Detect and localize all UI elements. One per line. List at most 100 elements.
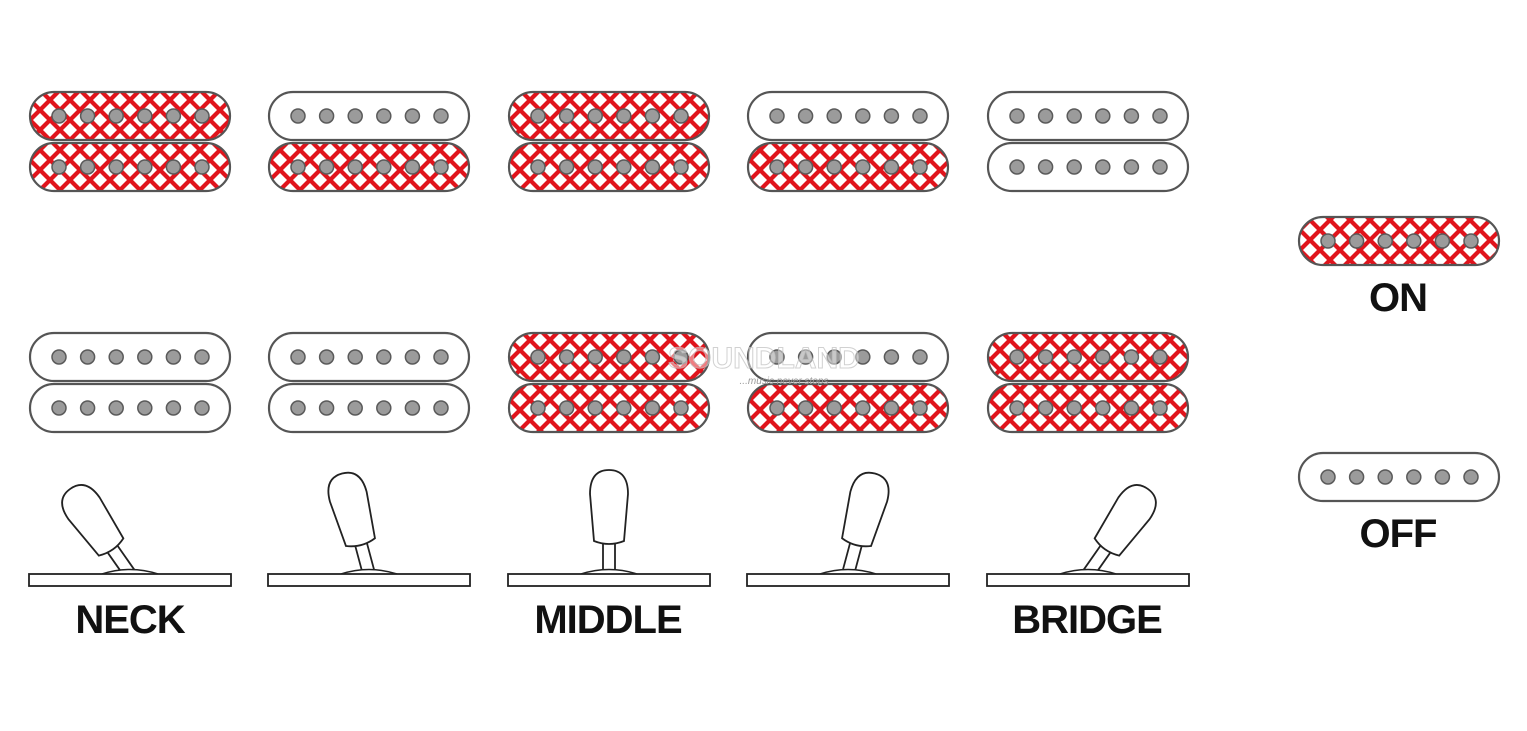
pos2-upper-bottom-coil-pole-6 (433, 159, 449, 175)
pos1-upper-top-coil-pole-6 (194, 108, 210, 124)
pos3-upper-bottom-coil-pole-4 (616, 159, 632, 175)
pos2-lower-top-coil-pole-1 (290, 349, 306, 365)
pos3-lower-top-coil-body (507, 331, 711, 383)
pos1-lower-top-coil-pole-1 (51, 349, 67, 365)
pos1-lower-bottom-coil-pole-4 (137, 400, 153, 416)
pos3-lower-top-coil-on (507, 331, 711, 383)
pos5-upper-top-coil-body (986, 90, 1190, 142)
pos1-upper-bottom-coil-pole-3 (108, 159, 124, 175)
legend-on-coil-pole-2 (1348, 233, 1365, 249)
pos5-toggle-switch (986, 484, 1190, 587)
pos5-upper-top-coil-off (986, 90, 1190, 142)
pos2-lower-top-coil-pole-3 (347, 349, 363, 365)
pos1-lower-bottom-coil-body (28, 382, 232, 434)
pos3-pivot (580, 568, 638, 575)
pos4-lower-top-coil-body (746, 331, 950, 383)
pos2-upper-top-coil-pole-3 (347, 108, 363, 124)
pos4-lower-bottom-coil-pole-5 (883, 400, 900, 416)
pos5-upper-top-coil-pole-3 (1066, 108, 1082, 124)
pos3-upper-bottom-coil-pole-1 (530, 159, 546, 175)
pos4-toggle-switch (746, 471, 950, 587)
pos2-upper-top-coil-body (267, 90, 471, 142)
watermark-tagline: ...music never stops (740, 376, 829, 387)
pos4-lower-top-coil-pole-5 (883, 349, 900, 365)
legend-off-coil-pole-6 (1463, 469, 1479, 485)
legend-on-coil (1297, 215, 1501, 267)
pos5-upper-top-coil-pole-1 (1009, 108, 1025, 124)
pos4-upper-bottom-coil-pole-5 (883, 159, 900, 175)
pos1-lower-top-coil-pole-6 (194, 349, 210, 365)
pos3-lower-bottom-coil-pole-2 (558, 400, 575, 416)
pos3-lever (589, 469, 629, 574)
pos2-lower-top-coil-pole-5 (404, 349, 421, 365)
pos2-lower-top-coil-pole-6 (433, 349, 449, 365)
pos3-upper-top-coil-pole-2 (558, 108, 575, 124)
pos5-upper-top-coil-pole-4 (1095, 108, 1111, 124)
legend-on-coil-pole-1 (1320, 233, 1336, 249)
label-pos1: NECK (75, 598, 185, 642)
pos3-lower-top-coil-pole-3 (587, 349, 603, 365)
pos3-upper-top-coil-pole-6 (673, 108, 689, 124)
pos5-lower-top-coil-pole-2 (1037, 349, 1054, 365)
pos2-lower-bottom-coil-pole-3 (347, 400, 363, 416)
pos4-lower-bottom-coil-pole-3 (826, 400, 842, 416)
pos1-lower-bottom-coil-pole-3 (108, 400, 124, 416)
pos4-upper-top-coil-pole-4 (855, 108, 871, 124)
pos5-base-plate (986, 573, 1190, 587)
pos2-upper-top-coil-off (267, 90, 471, 142)
pos4-lower-bottom-coil-pole-1 (769, 400, 785, 416)
watermark-logo: SOUNDLAND ...music never stops (668, 342, 861, 388)
pos5-lower-bottom-coil-pole-6 (1152, 400, 1168, 416)
legend: ON OFF (1297, 215, 1501, 556)
pos5-upper-bottom-coil-pole-4 (1095, 159, 1111, 175)
pos2-lower-bottom-coil-pole-6 (433, 400, 449, 416)
pos5-lower-top-coil-pole-1 (1009, 349, 1025, 365)
pos5-lower-bottom-coil-pole-2 (1037, 400, 1054, 416)
pos5-lower-bottom-coil-body (986, 382, 1190, 434)
legend-on-coil-pole-6 (1463, 233, 1479, 249)
pos2-lower-top-coil-off (267, 331, 471, 383)
pos4-lower-bottom-coil-body (746, 382, 950, 434)
legend-off-coil-pole-5 (1434, 469, 1451, 485)
pos4-lower-top-coil-pole-6 (912, 349, 928, 365)
pos1-upper-top-coil-body (28, 90, 232, 142)
pos2-lower-top-coil-pole-4 (376, 349, 392, 365)
pos5-lower-top-coil-on (986, 331, 1190, 383)
legend-off-coil-pole-4 (1406, 469, 1422, 485)
pos3-upper-bottom-coil-pole-6 (673, 159, 689, 175)
pos4-lower-top-coil-pole-3 (826, 349, 842, 365)
pos4-lower-top-coil-pole-1 (769, 349, 785, 365)
pos1-lower-bottom-coil-pole-1 (51, 400, 67, 416)
legend-off-label: OFF (1360, 512, 1437, 556)
pos2-lever-knob (327, 471, 376, 548)
pos5-lower-top-coil-body (986, 331, 1190, 383)
pos3-upper-bottom-coil-pole-2 (558, 159, 575, 175)
pos1-toggle-switch (28, 484, 232, 587)
pos5-lower-top-coil-pole-6 (1152, 349, 1168, 365)
pos4-lever (841, 471, 890, 576)
pos5-upper-top-coil-pole-6 (1152, 108, 1168, 124)
legend-on-coil-body (1297, 215, 1501, 267)
pos3-lower-bottom-coil-pole-6 (673, 400, 689, 416)
pos2-base-plate (267, 573, 471, 587)
pos1-base-plate (28, 573, 232, 587)
pos5-upper-top-coil-pole-2 (1037, 108, 1054, 124)
pos4-upper-bottom-coil-body (746, 141, 950, 193)
pos1-lower-top-coil-body (28, 331, 232, 383)
pos3-upper-top-coil-pole-5 (644, 108, 661, 124)
pos3-toggle-switch (507, 469, 711, 587)
pos1-upper-top-coil-pole-2 (79, 108, 96, 124)
pos5-upper-bottom-coil-pole-5 (1123, 159, 1140, 175)
pos4-lower-top-coil-pole-2 (797, 349, 814, 365)
pos1-upper-top-coil-pole-1 (51, 108, 67, 124)
pos3-lower-top-coil-pole-5 (644, 349, 661, 365)
pos1-lower-top-coil-pole-5 (165, 349, 182, 365)
pos5-upper-top-coil-pole-5 (1123, 108, 1140, 124)
pos2-lower-bottom-coil-pole-2 (318, 400, 335, 416)
pos3-lower-bottom-coil-pole-5 (644, 400, 661, 416)
legend-on-label: ON (1369, 276, 1427, 320)
pos4-lower-top-coil-pole-4 (855, 349, 871, 365)
pos1-lower-top-coil-pole-3 (108, 349, 124, 365)
pos2-lower-top-coil-pole-2 (318, 349, 335, 365)
pos3-upper-top-coil-pole-4 (616, 108, 632, 124)
